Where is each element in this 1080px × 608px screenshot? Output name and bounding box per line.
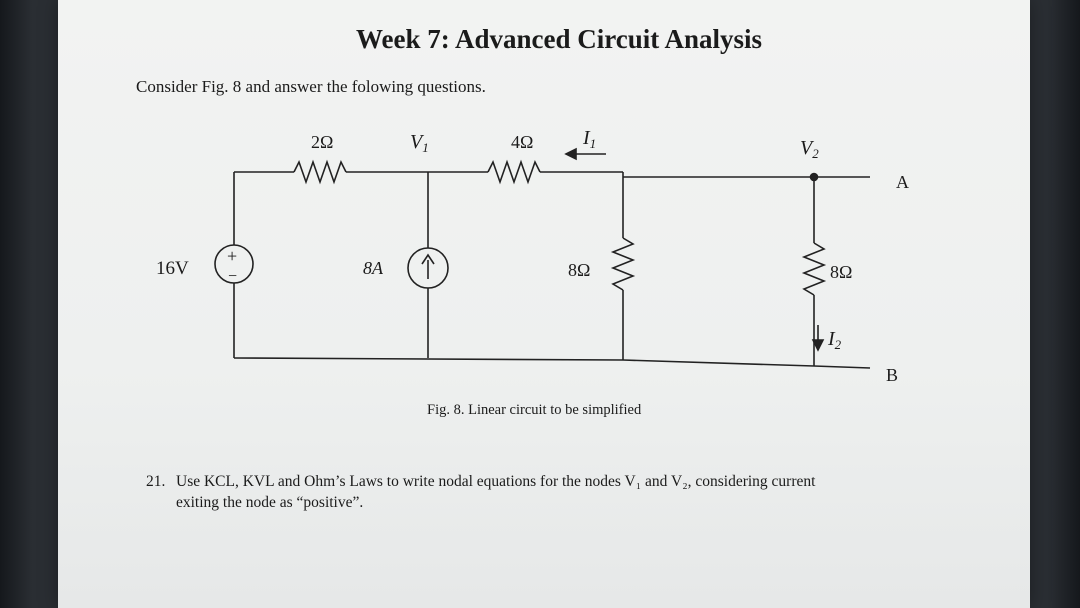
intro-text: Consider Fig. 8 and answer the folowing …	[136, 77, 486, 96]
current-i1-arrowhead	[564, 147, 577, 161]
label-8ohm-right: 8Ω	[830, 262, 852, 282]
circuit-diagram: 2Ω V1 4Ω I1 V2 A 16V + − 8A 8Ω 8Ω I2 B	[156, 127, 909, 385]
label-8ohm-mid: 8Ω	[568, 260, 590, 280]
minus-sign: −	[228, 268, 237, 285]
label-8a: 8A	[363, 258, 384, 278]
question-text-line1: Use KCL, KVL and Ohm’s Laws to write nod…	[176, 473, 816, 490]
label-i2: I2	[827, 328, 842, 352]
document-page: Week 7: Advanced Circuit Analysis Consid…	[58, 0, 1030, 608]
resistor-8ohm-mid	[610, 237, 636, 291]
label-i1: I1	[582, 127, 596, 151]
current-source-arrowhead	[421, 253, 435, 265]
label-v2: V2	[800, 137, 819, 161]
wire-bottom-mid	[622, 359, 815, 367]
wire-bottom-left	[233, 357, 624, 361]
resistor-2ohm	[293, 159, 347, 185]
figure-caption: Fig. 8. Linear circuit to be simplified	[427, 402, 642, 418]
label-4ohm: 4Ω	[511, 132, 533, 152]
label-16v: 16V	[156, 258, 189, 279]
resistor-4ohm	[487, 159, 541, 185]
label-v1: V1	[410, 131, 429, 155]
wire-to-terminal-b	[813, 365, 871, 369]
page-title: Week 7: Advanced Circuit Analysis	[356, 24, 763, 54]
question-number: 21.	[146, 473, 166, 490]
terminal-b-label: B	[886, 365, 898, 385]
label-2ohm: 2Ω	[311, 132, 333, 152]
current-i2-arrowhead	[811, 339, 825, 352]
plus-sign: +	[227, 246, 237, 266]
resistor-8ohm-right	[801, 242, 827, 296]
terminal-a-label: A	[896, 172, 909, 192]
question-text-line2: exiting the node as “positive”.	[176, 494, 364, 511]
node-v2-dot	[809, 172, 819, 182]
